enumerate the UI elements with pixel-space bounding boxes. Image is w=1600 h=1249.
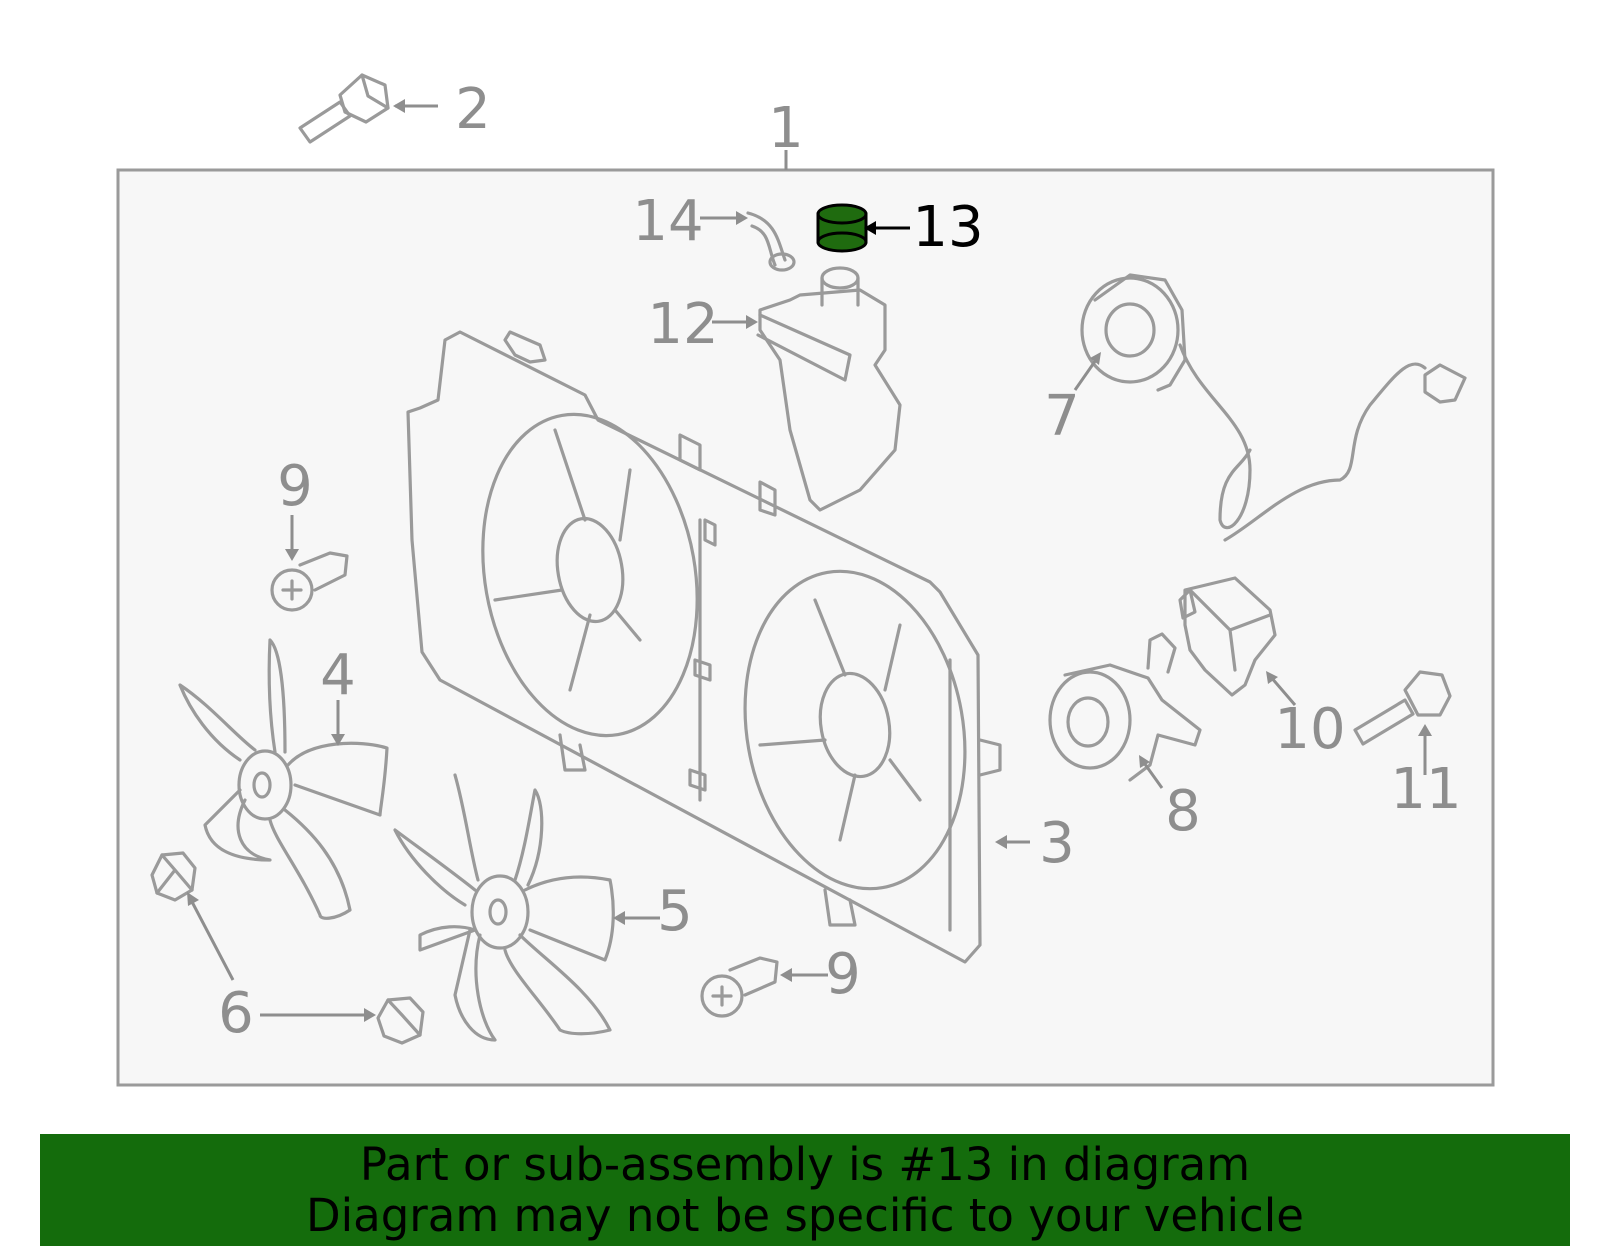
callout-13: 13 xyxy=(912,195,983,260)
fan-shroud-part-3 xyxy=(406,330,1002,964)
motor-part-7 xyxy=(1080,273,1467,542)
fan-part-5 xyxy=(393,773,615,1042)
callout-11: 11 xyxy=(1390,757,1461,822)
callout-10: 10 xyxy=(1274,697,1345,762)
callout-3: 3 xyxy=(1039,811,1075,876)
cap-part-13 xyxy=(816,203,868,253)
hose-part-14 xyxy=(746,211,796,272)
callout-9-upper: 9 xyxy=(277,454,313,519)
bolt-part-9-upper xyxy=(270,551,349,612)
callout-6: 6 xyxy=(218,981,254,1046)
nut-part-6-left xyxy=(150,851,197,902)
info-banner: Part or sub-assembly is #13 in diagram D… xyxy=(40,1134,1570,1246)
nut-part-6-right xyxy=(376,996,425,1045)
callout-8: 8 xyxy=(1165,779,1201,844)
bolt-part-9-lower xyxy=(700,956,779,1018)
assembly-frame xyxy=(116,168,1495,1087)
callout-4: 4 xyxy=(320,643,356,708)
motor-part-8 xyxy=(1048,632,1202,782)
bolt-part-11 xyxy=(1353,670,1452,746)
banner-line-1: Part or sub-assembly is #13 in diagram xyxy=(359,1138,1251,1191)
callout-9-lower: 9 xyxy=(825,942,861,1007)
reservoir-part-12 xyxy=(756,266,902,512)
callout-1: 1 xyxy=(768,96,804,161)
callout-5: 5 xyxy=(657,879,693,944)
module-part-10 xyxy=(1178,576,1277,697)
leader-lines xyxy=(187,99,1432,1022)
callout-7: 7 xyxy=(1044,384,1080,449)
callout-2: 2 xyxy=(455,77,491,142)
callout-12: 12 xyxy=(647,292,718,357)
banner-line-2: Diagram may not be specific to your vehi… xyxy=(306,1189,1304,1242)
callout-14: 14 xyxy=(632,189,703,254)
bolt-part-2 xyxy=(298,73,390,144)
fan-part-4 xyxy=(178,638,389,920)
